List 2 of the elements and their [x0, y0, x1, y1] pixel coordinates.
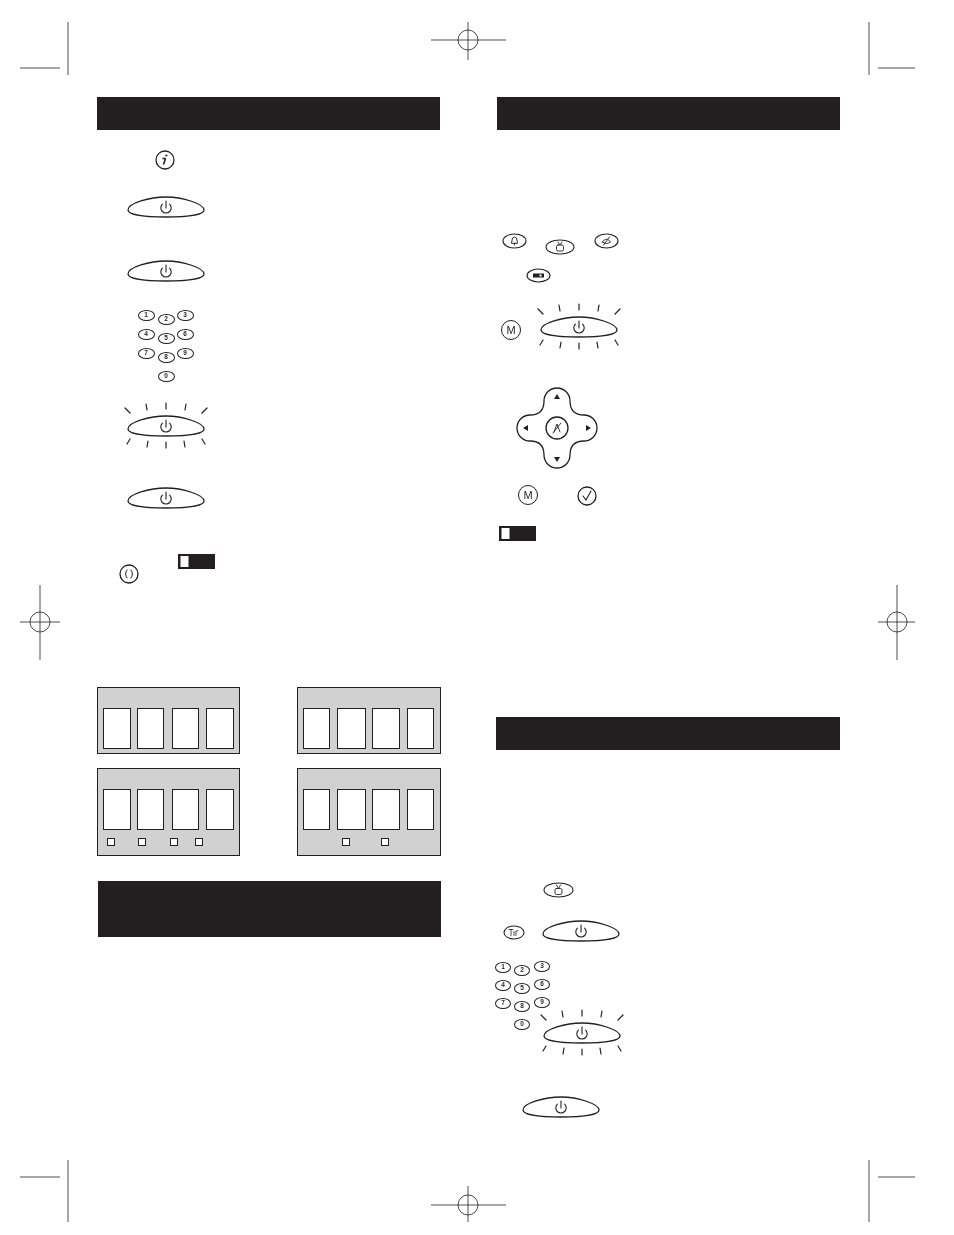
letter-key: M: [501, 320, 521, 340]
letter-key: M: [518, 485, 538, 505]
